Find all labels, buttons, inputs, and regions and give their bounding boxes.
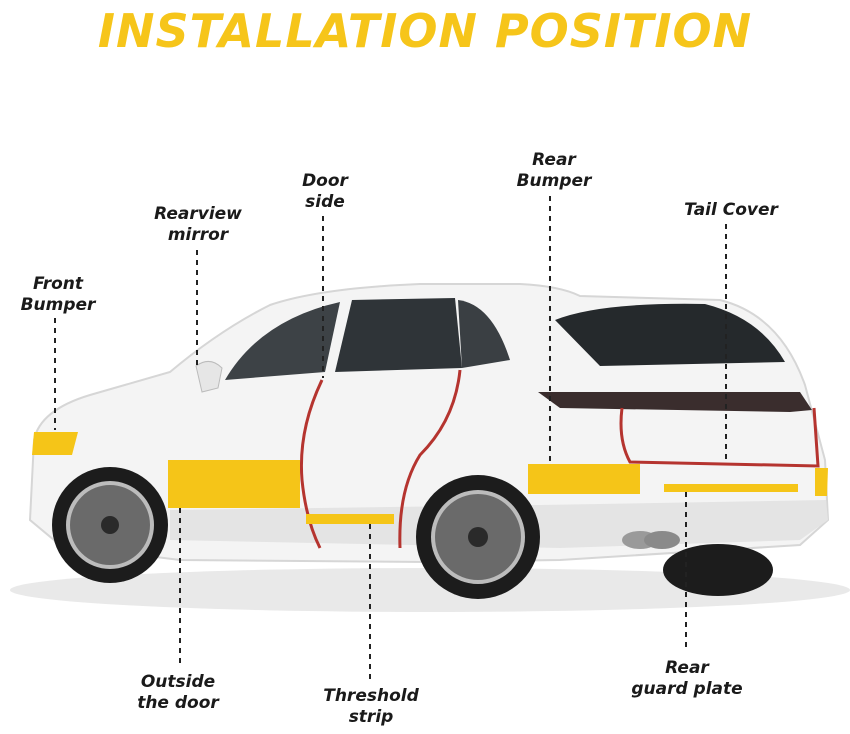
rear-bumper-strip <box>528 464 640 494</box>
label-tail-cover: Tail Cover <box>684 200 778 220</box>
rear-door-edge-strip <box>398 369 462 549</box>
front-window <box>225 302 340 380</box>
label-door-side: Door side <box>302 171 348 212</box>
label-threshold-strip: Threshold strip <box>323 686 419 727</box>
side-mirror <box>195 361 223 393</box>
threshold-strip-mark <box>306 514 394 524</box>
rear-wheel-hub <box>468 527 488 547</box>
ground-shadow <box>10 568 850 612</box>
rear-guard-plate-strip <box>664 484 798 492</box>
label-outside-door: Outside the door <box>137 672 219 713</box>
label-rear-bumper: Rear Bumper <box>516 150 592 191</box>
front-bumper-strip <box>32 432 78 455</box>
quarter-window <box>458 300 510 368</box>
rear-door-window <box>335 298 462 372</box>
taillight-bar <box>538 392 812 412</box>
outside-door-strip <box>168 460 300 508</box>
diagram-title: INSTALLATION POSITION <box>97 4 753 58</box>
far-rear-wheel <box>663 544 773 596</box>
tail-cover-edge-strip <box>619 407 820 468</box>
rear-corner-strip <box>815 468 828 496</box>
label-rearview-mirror: Rearview mirror <box>154 204 242 245</box>
label-front-bumper: Front Bumper <box>20 274 96 315</box>
front-wheel-hub <box>101 516 119 534</box>
label-rear-guard-plate: Rear guard plate <box>631 658 743 699</box>
rear-windshield <box>555 303 785 366</box>
front-door-edge-strip <box>299 379 324 549</box>
exhaust-pipe-right <box>644 531 680 549</box>
